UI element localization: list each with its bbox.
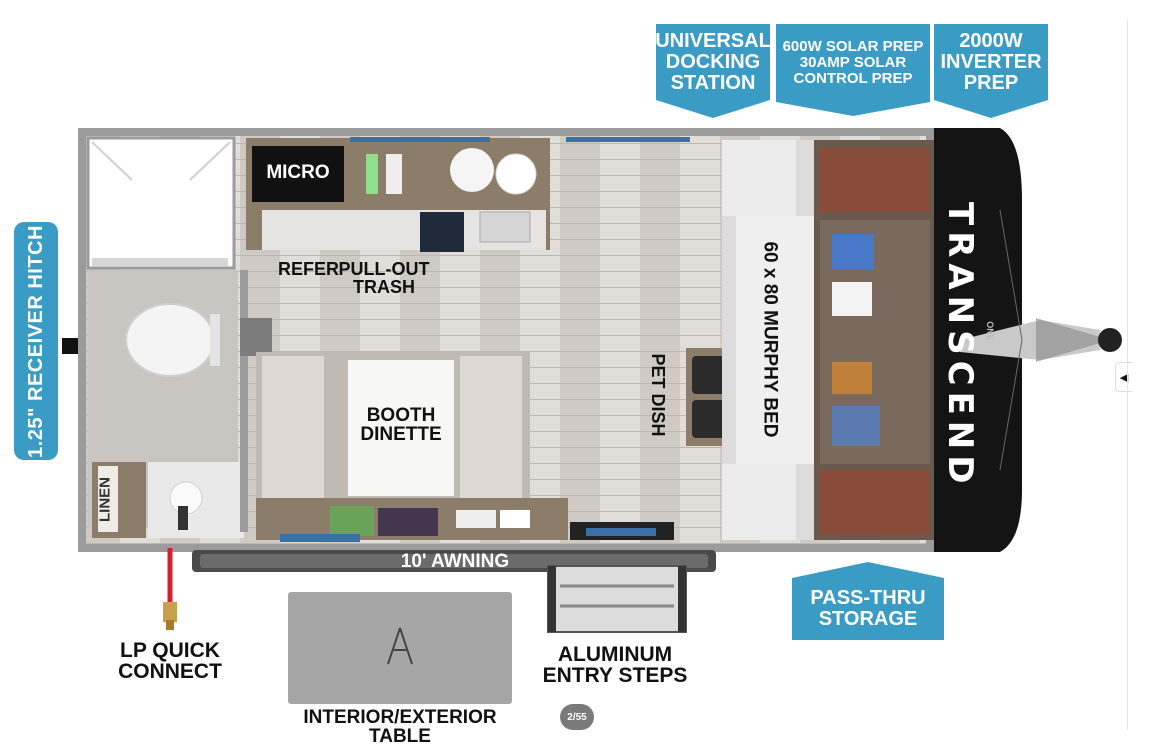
kitchen-sink [479,211,531,243]
pet-dish-label: PET DISH [648,353,668,437]
universal-docking-station-tag: UNIVERSAL DOCKING STATION [655,24,771,100]
toilet [125,303,215,377]
booth-dinette-label: BOOTH DINETTE [360,405,442,445]
solar-prep-tag: 600W SOLAR PREP 30AMP SOLAR CONTROL PREP [776,24,930,102]
refer-label: REFER [278,259,340,279]
murphy-bed-label: 60 x 80 MURPHY BED [759,241,781,438]
brand-sub: ONE [985,321,995,341]
dinette-table [348,360,454,496]
solar-prep-text: 600W SOLAR PREP 30AMP SOLAR CONTROL PREP [782,38,924,87]
receiver-hitch-tag: 1.25" RECEIVER HITCH [14,222,58,460]
docking-tag-pointer [656,100,770,118]
inverter-prep-tag: 2000W INVERTER PREP [934,24,1048,100]
brand-name: TRANSCEND [940,202,980,490]
cooktop [420,212,464,252]
linen-label: LINEN [96,477,114,522]
inverter-prep-text: 2000W INVERTER PREP [940,29,1042,94]
awning-label: 10' AWNING [400,551,510,572]
right-divider [1127,20,1128,730]
interior-exterior-table-label: INTERIOR/EXTERIOR TABLE [303,707,497,747]
gallery-counter: 2/55 [560,704,594,730]
hitch-coupler [1098,328,1122,352]
microwave [252,146,344,202]
pass-thru-pointer [792,562,944,578]
pass-thru-storage-tag: PASS-THRU STORAGE [792,578,944,640]
entry-steps [547,565,687,633]
universal-docking-station-text: UNIVERSAL DOCKING STATION [655,29,771,94]
exterior-table [288,592,512,704]
pass-thru-storage-text: PASS-THRU STORAGE [810,587,926,630]
pull-out-trash-label: PULL-OUT TRASH [338,259,430,297]
micro-label: MICRO [266,162,330,183]
solar-tag-pointer [776,102,930,116]
shower [86,136,236,270]
inverter-tag-pointer [934,100,1048,118]
aluminum-entry-steps-label: ALUMINUM ENTRY STEPS [542,643,688,687]
gallery-prev-arrow-icon[interactable]: ◀ [1115,362,1132,392]
receiver-hitch-text: 1.25" RECEIVER HITCH [24,224,47,458]
lp-quick-connect-label: LP QUICK CONNECT [118,639,222,683]
